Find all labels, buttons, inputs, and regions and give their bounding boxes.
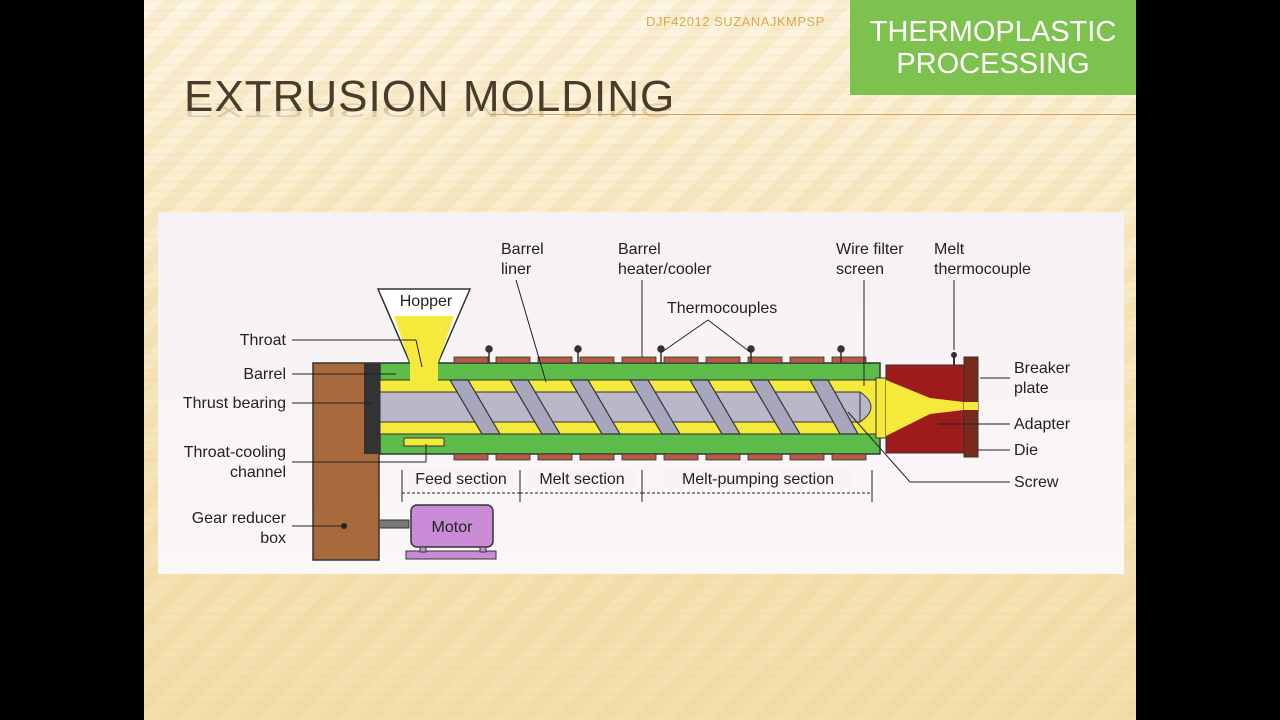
melt-pumping-bg xyxy=(664,468,852,488)
diagram-panel: Motor xyxy=(158,212,1124,574)
wire-filter-label-2: screen xyxy=(836,261,884,278)
title-rule xyxy=(490,114,1136,115)
motor xyxy=(410,504,494,548)
heater-bands xyxy=(453,356,867,461)
heater-5 xyxy=(621,356,657,364)
heater-14 xyxy=(579,453,615,461)
heater-2 xyxy=(495,356,531,364)
barrel-label: Barrel xyxy=(243,366,286,383)
heater-10 xyxy=(831,356,867,364)
flight-7 xyxy=(808,379,860,435)
throat-leader-2 xyxy=(415,339,423,368)
breaker-plate-label-2: plate xyxy=(1014,380,1049,397)
badge-line-1: THERMOPLASTIC xyxy=(869,15,1117,48)
flight-6 xyxy=(748,379,802,435)
feed-section-bg xyxy=(408,468,514,488)
breaker-plate-label-1: Breaker xyxy=(1014,360,1071,377)
heater-7 xyxy=(705,356,741,364)
screw-flights xyxy=(448,379,860,435)
motor-label: Motor xyxy=(432,519,474,536)
barrel-liner-label-1: Barrel xyxy=(501,241,544,258)
heater-15 xyxy=(621,453,657,461)
slide: DJF42012 SUZANAJKMPSP THERMOPLASTIC PROC… xyxy=(144,0,1136,720)
throat-cooling-channel xyxy=(403,437,445,447)
adapter-melt xyxy=(886,380,964,436)
heater-17 xyxy=(705,453,741,461)
melt-section-label: Melt section xyxy=(539,471,624,488)
melt-thermocouple-label-2: thermocouple xyxy=(934,261,1031,278)
gear-reducer-label-2: box xyxy=(260,530,286,547)
barrel-liner-leader xyxy=(515,279,547,383)
heater-16 xyxy=(663,453,699,461)
author-label: DJF42012 SUZANAJKMPSP xyxy=(646,14,825,29)
barrel-heater-label-2: heater/cooler xyxy=(618,261,712,278)
slide-title: EXTRUSION MOLDING xyxy=(184,72,676,121)
motor-foot-right xyxy=(479,546,487,553)
heater-20 xyxy=(831,453,867,461)
thrust-bearing xyxy=(364,363,380,454)
thermocouples-leader-2 xyxy=(707,319,751,353)
melt-thermocouple-dot xyxy=(951,352,957,358)
motor-base xyxy=(405,550,497,560)
screw-tip xyxy=(859,391,872,423)
extruder-diagram: Motor xyxy=(183,241,1071,561)
heater-3 xyxy=(537,356,573,364)
thermocouples-leader-1 xyxy=(661,319,709,353)
heater-8 xyxy=(747,356,783,364)
motor-shaft xyxy=(378,519,410,529)
flight-5 xyxy=(688,379,742,435)
thrust-bearing-label: Thrust bearing xyxy=(183,395,286,412)
heater-1 xyxy=(453,356,489,364)
screw-label: Screw xyxy=(1014,474,1059,491)
feed-section-label: Feed section xyxy=(415,471,507,488)
heater-11 xyxy=(453,453,489,461)
flight-2 xyxy=(508,379,562,435)
heater-19 xyxy=(789,453,825,461)
throat-label: Throat xyxy=(240,332,287,349)
die-label: Die xyxy=(1014,442,1038,459)
thermocouple-pins xyxy=(485,345,845,363)
heater-4 xyxy=(579,356,615,364)
gear-reducer-dot xyxy=(341,523,347,529)
screw-leader-1 xyxy=(847,411,911,483)
barrel-liner-label-2: liner xyxy=(501,261,532,278)
flight-4 xyxy=(628,379,682,435)
melt-thermocouple-label-1: Melt xyxy=(934,241,965,258)
hopper-label: Hopper xyxy=(400,293,453,310)
breaker-plate xyxy=(875,377,887,439)
throat-cooling-label-1: Throat-cooling xyxy=(184,444,286,461)
melt-pumping-label: Melt-pumping section xyxy=(682,471,834,488)
die-opening xyxy=(964,402,978,410)
heater-9 xyxy=(789,356,825,364)
wire-filter-label-1: Wire filter xyxy=(836,241,904,258)
heater-13 xyxy=(537,453,573,461)
melt-section-bg xyxy=(528,468,636,488)
heater-6 xyxy=(663,356,699,364)
heater-18 xyxy=(747,453,783,461)
adapter-label: Adapter xyxy=(1014,416,1071,433)
throat-cooling-label-2: channel xyxy=(230,464,286,481)
throat-fill xyxy=(410,363,438,383)
flight-3 xyxy=(568,379,622,435)
thermocouples-label: Thermocouples xyxy=(667,300,777,317)
slide-title-reflection: EXTRUSION MOLDING xyxy=(184,98,676,121)
motor-foot-left xyxy=(419,546,427,553)
hopper-fill xyxy=(394,316,454,363)
barrel-heater-label-1: Barrel xyxy=(618,241,661,258)
heater-12 xyxy=(495,453,531,461)
gear-reducer-label-1: Gear reducer xyxy=(192,510,287,527)
badge-line-2: PROCESSING xyxy=(896,47,1090,80)
section-badge: THERMOPLASTIC PROCESSING xyxy=(850,0,1136,95)
flight-1 xyxy=(448,379,502,435)
